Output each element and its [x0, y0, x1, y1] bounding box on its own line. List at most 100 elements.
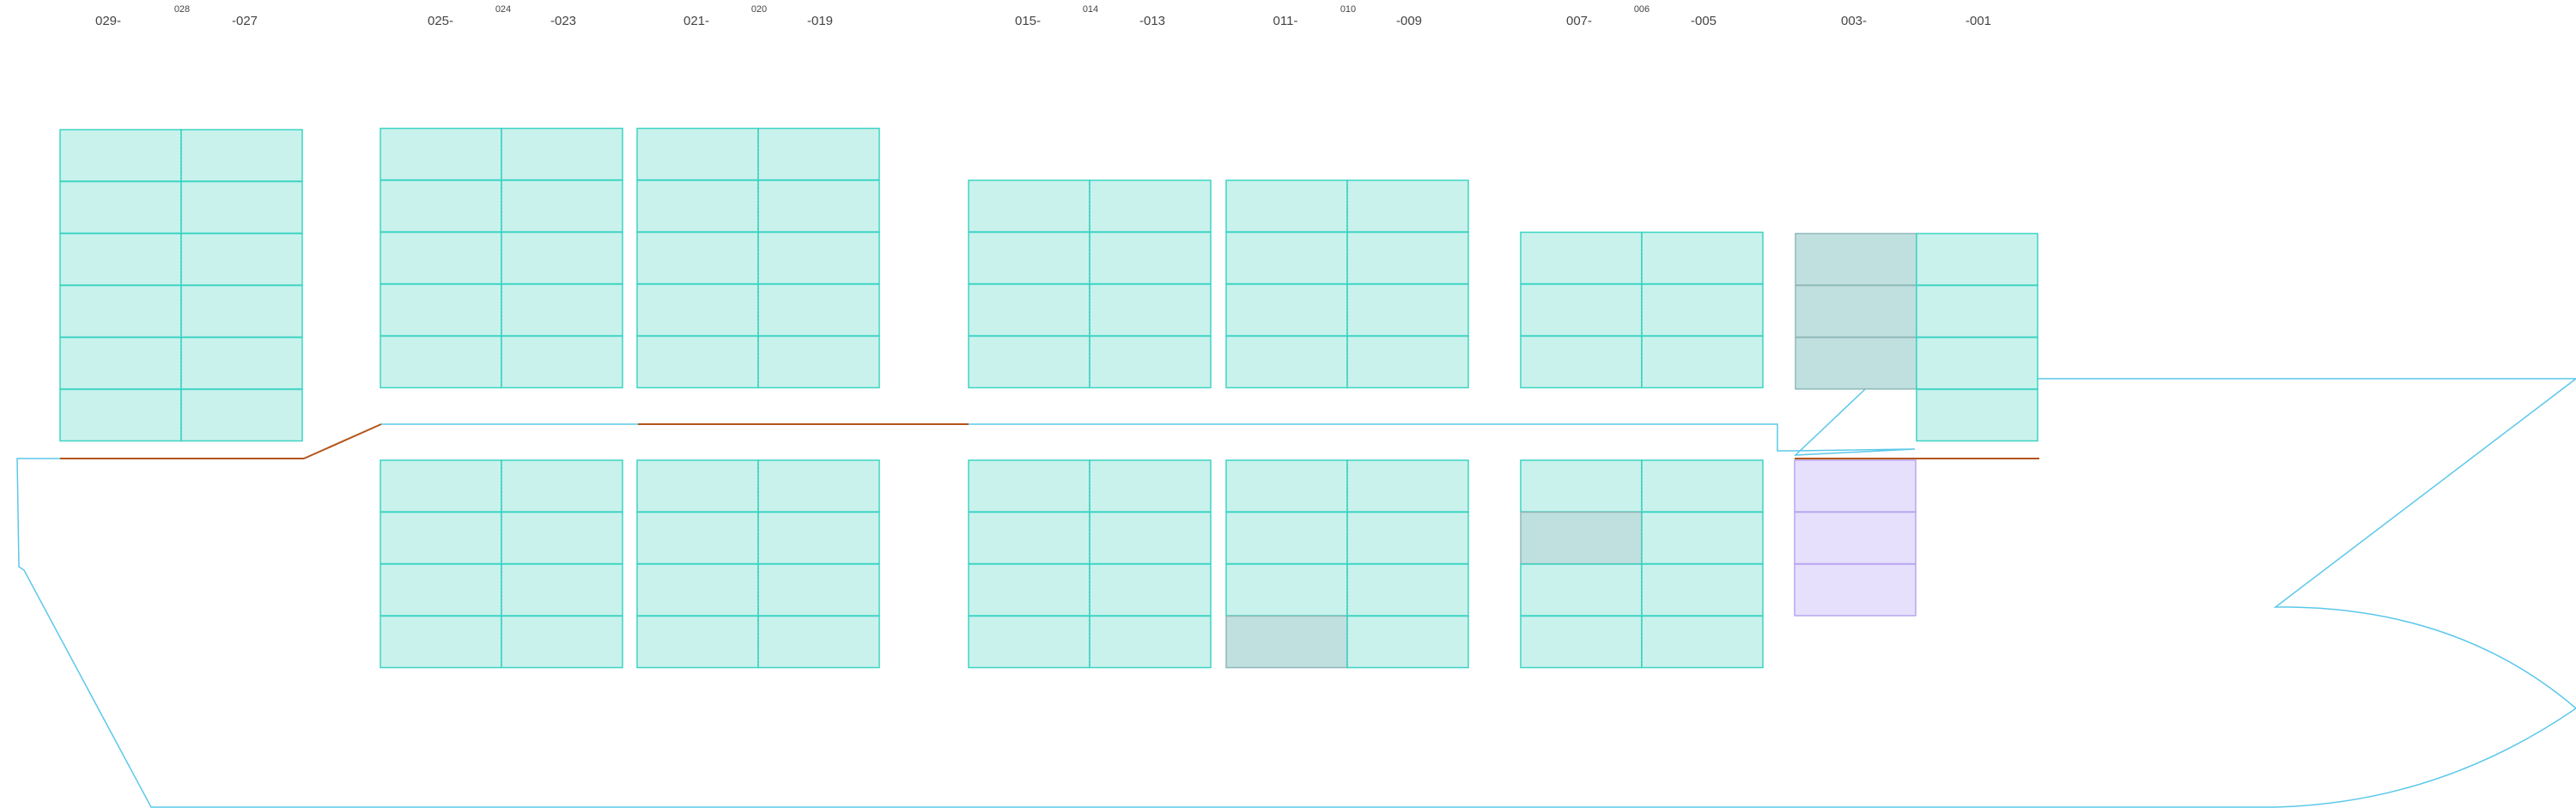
reefer-slot[interactable]: [1794, 459, 1917, 513]
container-slot[interactable]: [501, 335, 623, 389]
container-slot[interactable]: [968, 179, 1091, 233]
container-slot[interactable]: [757, 335, 880, 389]
container-slot[interactable]: [636, 283, 759, 337]
container-slot[interactable]: [968, 563, 1091, 617]
container-slot[interactable]: [1916, 233, 2038, 286]
container-slot[interactable]: [636, 127, 759, 181]
container-slot[interactable]: [59, 180, 182, 234]
container-slot[interactable]: [968, 459, 1091, 513]
container-slot[interactable]: [1641, 283, 1764, 337]
container-slot[interactable]: [757, 127, 880, 181]
container-slot[interactable]: [380, 335, 502, 389]
container-slot[interactable]: [380, 511, 502, 565]
container-slot[interactable]: [501, 127, 623, 181]
container-slot[interactable]: [968, 511, 1091, 565]
container-slot[interactable]: [1520, 615, 1643, 669]
container-slot[interactable]: [1089, 563, 1212, 617]
container-slot[interactable]: [1520, 335, 1643, 389]
container-slot[interactable]: [380, 127, 502, 181]
container-slot[interactable]: [1916, 284, 2038, 338]
container-slot[interactable]: [1520, 563, 1643, 617]
container-slot[interactable]: [59, 233, 182, 286]
container-slot[interactable]: [180, 284, 303, 338]
container-slot[interactable]: [501, 615, 623, 669]
container-slot[interactable]: [968, 231, 1091, 285]
container-slot[interactable]: [1225, 459, 1348, 513]
container-slot[interactable]: [380, 179, 502, 233]
container-slot[interactable]: [1089, 231, 1212, 285]
container-slot[interactable]: [501, 231, 623, 285]
container-slot[interactable]: [968, 335, 1091, 389]
container-slot[interactable]: [757, 511, 880, 565]
container-slot[interactable]: [1089, 615, 1212, 669]
container-slot[interactable]: [636, 615, 759, 669]
container-slot[interactable]: [380, 563, 502, 617]
container-slot[interactable]: [59, 337, 182, 390]
container-slot[interactable]: [636, 563, 759, 617]
container-slot[interactable]: [757, 179, 880, 233]
container-slot[interactable]: [380, 459, 502, 513]
container-slot[interactable]: [180, 388, 303, 442]
container-slot[interactable]: [1225, 231, 1348, 285]
container-slot[interactable]: [1089, 511, 1212, 565]
container-slot[interactable]: [1641, 563, 1764, 617]
container-slot[interactable]: [59, 388, 182, 442]
container-slot[interactable]: [180, 233, 303, 286]
container-slot[interactable]: [1089, 283, 1212, 337]
container-slot[interactable]: [501, 511, 623, 565]
container-slot[interactable]: [1641, 231, 1764, 285]
container-slot[interactable]: [1225, 179, 1348, 233]
container-slot[interactable]: [1520, 511, 1643, 565]
container-slot[interactable]: [1089, 179, 1212, 233]
container-slot[interactable]: [180, 337, 303, 390]
container-slot[interactable]: [636, 231, 759, 285]
container-slot[interactable]: [1795, 284, 1917, 338]
container-slot[interactable]: [1520, 459, 1643, 513]
container-slot[interactable]: [180, 180, 303, 234]
container-slot[interactable]: [968, 615, 1091, 669]
container-slot[interactable]: [1225, 511, 1348, 565]
container-slot[interactable]: [636, 511, 759, 565]
container-slot[interactable]: [1225, 283, 1348, 337]
container-slot[interactable]: [180, 129, 303, 182]
container-slot[interactable]: [1641, 615, 1764, 669]
container-slot[interactable]: [1641, 335, 1764, 389]
container-slot[interactable]: [1346, 563, 1469, 617]
container-slot[interactable]: [1916, 337, 2038, 390]
container-slot[interactable]: [380, 615, 502, 669]
container-slot[interactable]: [1089, 335, 1212, 389]
container-slot[interactable]: [501, 563, 623, 617]
container-slot[interactable]: [636, 179, 759, 233]
container-slot[interactable]: [1346, 231, 1469, 285]
container-slot[interactable]: [636, 459, 759, 513]
container-slot[interactable]: [1225, 563, 1348, 617]
container-slot[interactable]: [1916, 388, 2038, 442]
container-slot[interactable]: [1346, 511, 1469, 565]
container-slot[interactable]: [1346, 615, 1469, 669]
container-slot[interactable]: [757, 231, 880, 285]
container-slot[interactable]: [1641, 459, 1764, 513]
container-slot[interactable]: [636, 335, 759, 389]
container-slot[interactable]: [757, 459, 880, 513]
container-slot[interactable]: [757, 563, 880, 617]
container-slot[interactable]: [1089, 459, 1212, 513]
reefer-slot[interactable]: [1794, 563, 1917, 617]
container-slot[interactable]: [1346, 459, 1469, 513]
container-slot[interactable]: [1641, 511, 1764, 565]
container-slot[interactable]: [1225, 335, 1348, 389]
container-slot[interactable]: [757, 615, 880, 669]
container-slot[interactable]: [1795, 233, 1917, 286]
container-slot[interactable]: [1225, 615, 1348, 669]
container-slot[interactable]: [1795, 337, 1917, 390]
container-slot[interactable]: [501, 283, 623, 337]
container-slot[interactable]: [968, 283, 1091, 337]
container-slot[interactable]: [501, 459, 623, 513]
reefer-slot[interactable]: [1794, 511, 1917, 565]
container-slot[interactable]: [59, 129, 182, 182]
container-slot[interactable]: [501, 179, 623, 233]
container-slot[interactable]: [1346, 335, 1469, 389]
container-slot[interactable]: [1346, 283, 1469, 337]
container-slot[interactable]: [1520, 231, 1643, 285]
container-slot[interactable]: [1520, 283, 1643, 337]
container-slot[interactable]: [1346, 179, 1469, 233]
